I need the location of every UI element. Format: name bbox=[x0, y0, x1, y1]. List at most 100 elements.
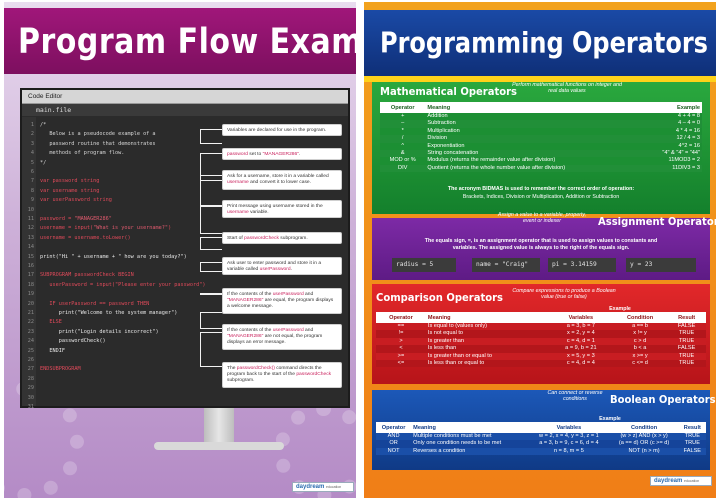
code-token: ELSE bbox=[40, 319, 62, 326]
code-token: SUBPROGRAM passwordCheck BEGIN bbox=[40, 272, 134, 279]
code-line: 3 password routine that demonstrates bbox=[22, 140, 222, 150]
editor-title: Code Editor bbox=[22, 90, 348, 104]
callout-note: Print message using username stored in t… bbox=[222, 200, 342, 218]
table-cell: (a == d) OR (c >= d) bbox=[609, 440, 679, 448]
callout-note: If the contents of the userPassword and … bbox=[222, 324, 342, 350]
table-cell: x = 2, y = 4 bbox=[548, 330, 613, 338]
callout-text: Start of bbox=[227, 236, 245, 241]
compare-example-label: Example bbox=[609, 306, 631, 312]
table-cell: (w > z) AND (x > y) bbox=[609, 433, 679, 441]
left-title-bar: Program Flow Example bbox=[4, 8, 356, 74]
table-cell: Modulus (returns the remainder value aft… bbox=[425, 157, 640, 165]
table-cell: 4 + 4 = 8 bbox=[639, 113, 702, 121]
table-cell: Exponentiation bbox=[425, 142, 640, 151]
code-line: 20 IF userPassword == password THEN bbox=[22, 300, 222, 310]
table-cell: FALSE bbox=[678, 447, 706, 456]
brand-logo: daydream education bbox=[292, 482, 354, 492]
callout-text: If the contents of the bbox=[227, 292, 273, 297]
file-tab[interactable]: main.file bbox=[22, 104, 348, 116]
callout-note: Ask for a username, store it in a variab… bbox=[222, 170, 342, 190]
column-header: Operator bbox=[376, 422, 412, 433]
code-token: print("Welcome to the system manager") bbox=[40, 310, 178, 316]
line-number: 27 bbox=[27, 366, 34, 373]
table-cell: / bbox=[380, 135, 426, 143]
code-line: 31 bbox=[22, 403, 222, 413]
code-token: "MANAGER286" bbox=[74, 216, 112, 222]
table-cell: a = 9, b = 21 bbox=[548, 345, 613, 353]
column-header: Example bbox=[639, 102, 702, 113]
callout-text: set to bbox=[247, 152, 263, 157]
boolean-example-label: Example bbox=[599, 416, 621, 422]
line-number: 11 bbox=[27, 216, 34, 222]
callout-note: Start of passwordCheck subprogram. bbox=[222, 232, 342, 244]
boolean-operators-panel: Boolean Operators Can connect or reverse… bbox=[372, 390, 716, 470]
table-cell: Reverses a condition bbox=[411, 447, 529, 456]
code-token: password = bbox=[40, 216, 75, 222]
line-number: 30 bbox=[27, 394, 34, 401]
line-number: 16 bbox=[27, 263, 34, 269]
callout-text: are equal, the program displays a welcom… bbox=[227, 298, 334, 310]
callout-text: password bbox=[227, 152, 248, 157]
code-token: /* bbox=[40, 122, 47, 128]
table-cell: w = 2, x = 4, y = 3, z = 1 bbox=[528, 433, 610, 441]
table-cell: MOD or % bbox=[380, 157, 426, 165]
callout-text: userPassword bbox=[272, 328, 304, 333]
callout-connector bbox=[200, 293, 222, 295]
code-token: print("Hi " + username + " how are you t… bbox=[40, 253, 187, 260]
callout-text: "MANAGER286" bbox=[227, 334, 264, 340]
table-row: MOD or %Modulus (returns the remainder v… bbox=[380, 157, 702, 165]
line-number: 20 bbox=[27, 300, 34, 307]
table-cell: b < a bbox=[612, 345, 668, 353]
boolean-title: Boolean Operators bbox=[610, 394, 716, 407]
callout-text: . bbox=[290, 267, 292, 273]
accent-stripe bbox=[364, 76, 716, 82]
code-token: Below is a pseudocode example of a bbox=[40, 131, 156, 138]
assign-text-1: The equals sign, =, is an assignment ope… bbox=[424, 238, 658, 244]
callout-connector bbox=[200, 332, 222, 367]
callout-text: subprogram. bbox=[278, 236, 308, 241]
line-number: 24 bbox=[27, 338, 34, 345]
callout-note: If the contents of the userPassword and … bbox=[222, 288, 342, 314]
table-cell: 12 / 4 = 3 bbox=[639, 135, 702, 143]
right-title-bar: Programming Operators bbox=[364, 10, 716, 76]
column-header: Condition bbox=[609, 422, 679, 433]
comparison-operators-panel: Comparison Operators Compare expressions… bbox=[372, 284, 710, 384]
table-cell: >= bbox=[376, 352, 426, 361]
bidmas-order: Brackets, Indices, Division or Multiplic… bbox=[462, 194, 620, 200]
left-poster-title: Program Flow Example bbox=[18, 22, 356, 63]
table-cell: Multiple conditions must be met bbox=[411, 433, 529, 441]
table-cell: & bbox=[380, 150, 426, 158]
column-header: Operator bbox=[376, 312, 426, 323]
table-cell: 11MOD3 = 2 bbox=[639, 157, 702, 165]
line-number: 15 bbox=[27, 253, 34, 260]
table-cell: Is not equal to bbox=[425, 330, 549, 338]
table-cell: + bbox=[380, 113, 426, 121]
table-cell: 4 * 4 = 16 bbox=[639, 127, 702, 136]
table-cell: * bbox=[380, 127, 426, 136]
table-cell: Division bbox=[425, 135, 640, 143]
line-number: 29 bbox=[27, 385, 34, 392]
table-cell: c = 4, d = 4 bbox=[548, 360, 613, 368]
table-cell: Quotient (returns the whole number value… bbox=[425, 164, 640, 173]
assign-text-2: variables. The assigned value is always … bbox=[452, 245, 630, 251]
boolean-desc: Can connect or reverse conditions bbox=[547, 390, 603, 403]
callout-text: Variables are declared for use in the pr… bbox=[227, 128, 327, 133]
line-number: 26 bbox=[27, 357, 34, 363]
table-cell: n = 8, m = 5 bbox=[528, 447, 610, 456]
code-line: 6 bbox=[22, 168, 222, 178]
code-token: username = input( bbox=[40, 225, 94, 232]
table-cell: TRUE bbox=[667, 337, 706, 346]
table-cell: Is greater than or equal to bbox=[425, 352, 549, 361]
callout-text: Ask user to enter password and store it … bbox=[227, 261, 322, 273]
code-token: userPassword = input("Please enter your … bbox=[40, 281, 206, 288]
table-cell: Is less than or equal to bbox=[425, 360, 549, 368]
